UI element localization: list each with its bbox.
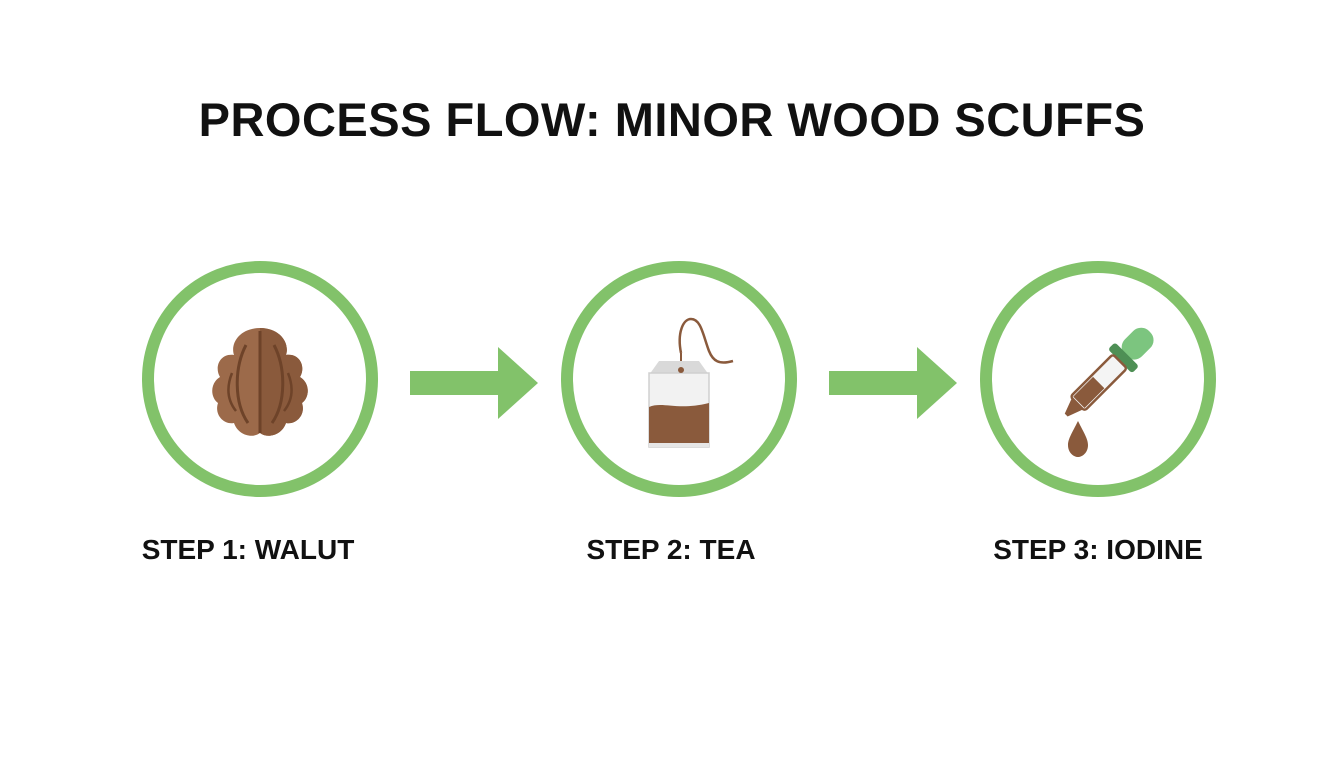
step-1-label: STEP 1: WALUT (141, 534, 355, 565)
tea-bag-icon (648, 317, 734, 448)
walnut-icon (212, 328, 308, 436)
step-3-circle (980, 261, 1216, 497)
page-title: PROCESS FLOW: MINOR WOOD SCUFFS (198, 93, 1146, 146)
step-2-label: STEP 2: TEA (586, 534, 756, 565)
arrow-2-icon (829, 347, 957, 419)
step-3-label: STEP 3: IODINE (993, 534, 1203, 565)
step-2-circle (561, 261, 797, 497)
arrow-1-icon (410, 347, 538, 419)
dropper-icon (1064, 327, 1154, 457)
step-1-circle (142, 261, 378, 497)
